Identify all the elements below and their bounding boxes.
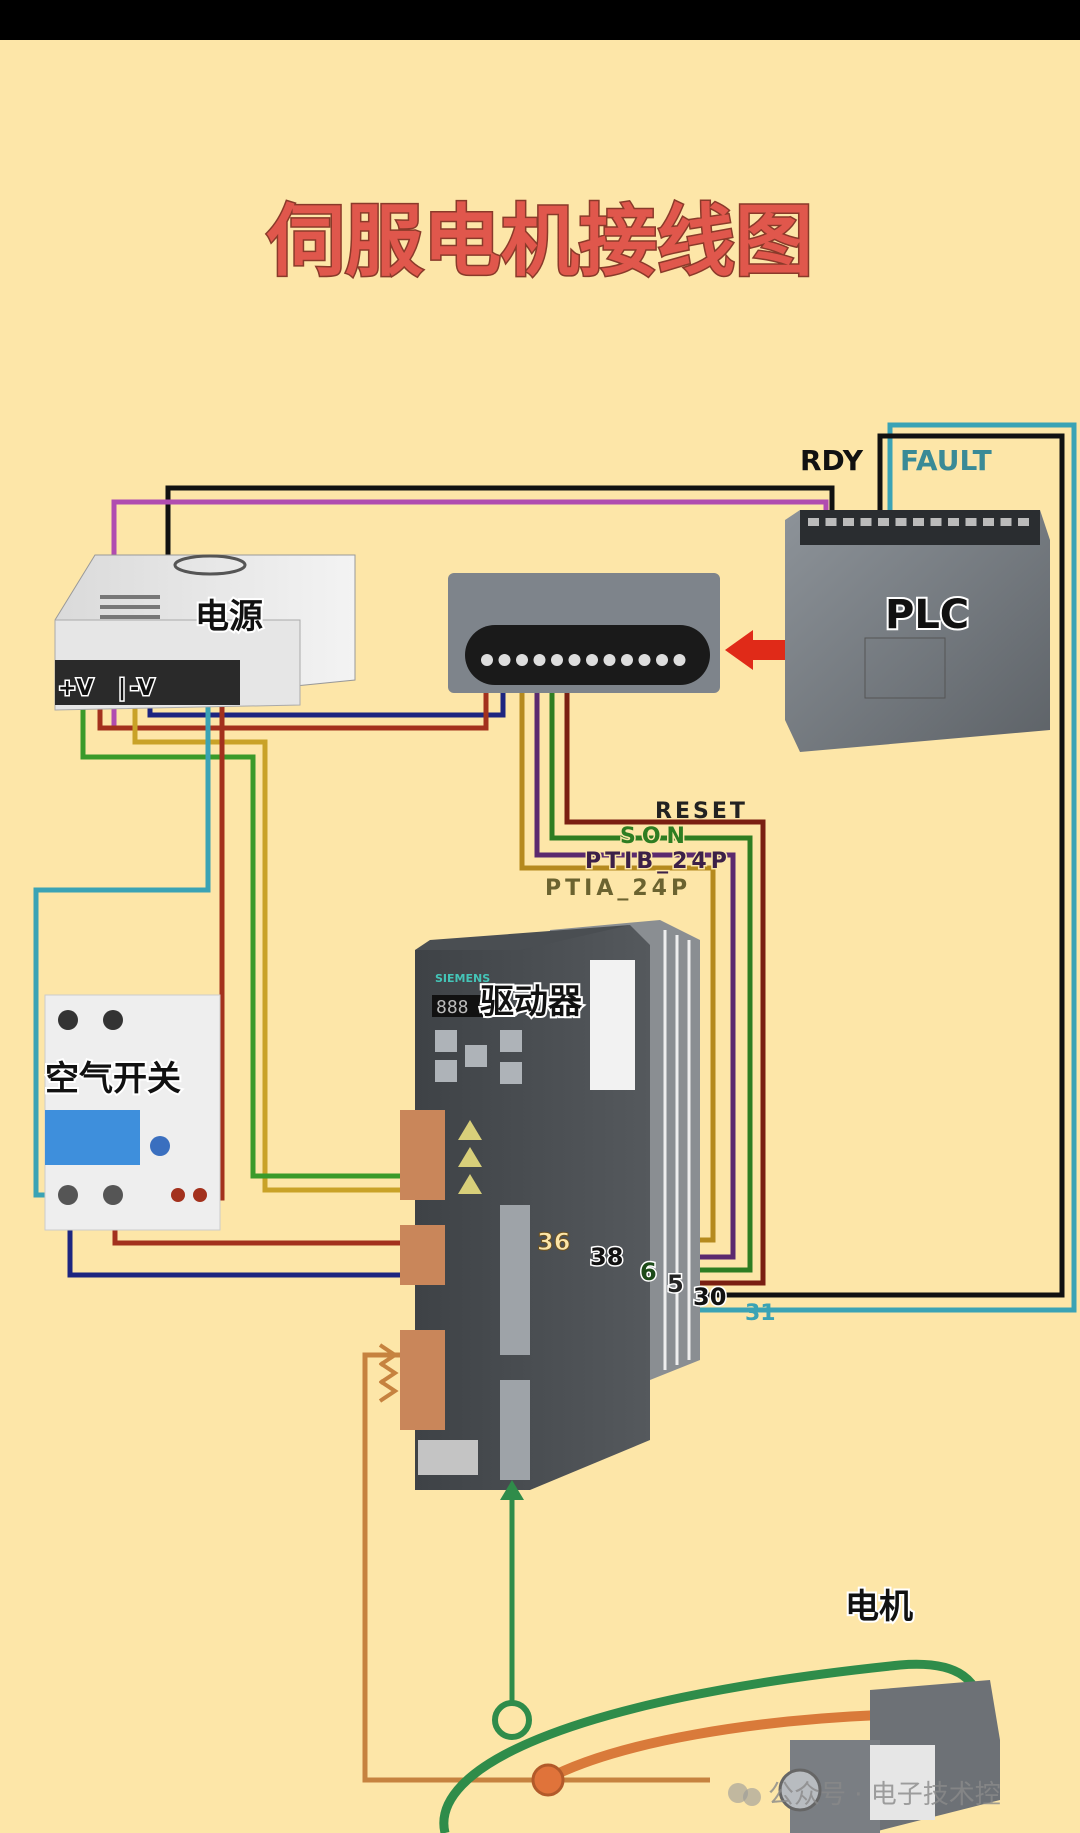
wire-black-30 — [520, 433, 1065, 1298]
plc-unit — [785, 510, 1050, 752]
fault-label: FAULT — [900, 444, 992, 477]
power-cable-junction — [531, 1763, 565, 1797]
plus-v-terminal-label: +V — [58, 676, 93, 701]
terminal-pin — [621, 654, 633, 666]
plc-terminal — [983, 518, 994, 526]
power-supply-label: 电源 — [195, 597, 263, 637]
plc-label: PLC — [885, 592, 969, 638]
terminal-pin — [673, 654, 686, 666]
arrow-orange-1 — [378, 1343, 399, 1367]
terminal-pin — [656, 654, 668, 666]
plc-terminal — [1018, 518, 1029, 526]
plc-terminal — [930, 518, 942, 526]
arrow-orange-3 — [378, 1379, 399, 1403]
plc-terminal-connector — [448, 573, 720, 693]
terminal-pin — [638, 654, 651, 666]
terminal-pin — [603, 654, 616, 666]
wire-cyan-fault — [520, 422, 1077, 1313]
wire-yellow — [132, 690, 420, 1193]
terminal-pin — [586, 654, 598, 666]
power-cable — [542, 1710, 881, 1785]
wiring-diagram: 伺服电机接线图 电源 +V | -V PL — [33, 196, 1077, 1833]
drive-label: 驱动器 — [480, 982, 583, 1022]
terminal-pin — [498, 654, 511, 666]
minus-v-terminal-label: -V — [130, 676, 155, 701]
power-supply — [54, 554, 356, 711]
rdy-label: RDY — [800, 444, 864, 477]
plc-terminal — [965, 518, 977, 526]
plc-terminal — [843, 518, 854, 526]
signal-label-ptia: PTIA_24P — [545, 876, 691, 901]
pin-label-5: 5 — [667, 1270, 684, 1298]
wire-green — [80, 690, 420, 1179]
terminal-pin — [516, 654, 528, 666]
drive-unit — [400, 920, 700, 1490]
page-title: 伺服电机接线图 — [266, 197, 813, 287]
encoder-cable — [439, 1659, 990, 1833]
pin-label-31: 31 — [745, 1301, 776, 1326]
plc-terminal — [895, 518, 907, 526]
air-breaker — [44, 994, 221, 1231]
signal-arrow-icon — [725, 630, 790, 670]
signal-label-ptib: PTIB_24P — [585, 849, 731, 874]
encoder-junction — [492, 1700, 532, 1740]
plc-terminal — [808, 518, 819, 526]
arrow-up-icon — [500, 1480, 524, 1500]
arrow-orange-2 — [378, 1361, 399, 1385]
terminal-pin — [568, 654, 581, 666]
signal-label-reset: RESET — [655, 799, 748, 824]
pin-label-6: 6 — [640, 1258, 657, 1286]
drive-display: 888 — [436, 997, 469, 1018]
plc-terminal — [913, 518, 924, 526]
terminal-pin — [481, 654, 493, 666]
pin-label-30: 30 — [693, 1283, 726, 1311]
watermark: 公众号 · 电子技术控 — [768, 1780, 1001, 1810]
terminal-pin — [533, 654, 546, 666]
plc-terminal — [1000, 518, 1012, 526]
terminal-pin — [551, 654, 563, 666]
pin-label-38: 38 — [590, 1243, 623, 1271]
plc-terminal — [948, 518, 959, 526]
drive-brand: SIEMENS — [435, 972, 490, 985]
servo-motor — [778, 1680, 1000, 1833]
wechat-icon — [728, 1783, 748, 1803]
motor-label: 电机 — [845, 1587, 913, 1627]
breaker-label: 空气开关 — [45, 1059, 181, 1099]
diagram-canvas: 伺服电机接线图 电源 +V | -V PL — [0, 40, 1080, 1833]
plc-terminal — [825, 518, 837, 526]
plc-terminal — [860, 518, 872, 526]
signal-label-son: SON — [620, 824, 691, 849]
pipe-separator: | — [118, 676, 126, 701]
pin-label-36: 36 — [537, 1228, 570, 1256]
plc-terminal — [878, 518, 889, 526]
